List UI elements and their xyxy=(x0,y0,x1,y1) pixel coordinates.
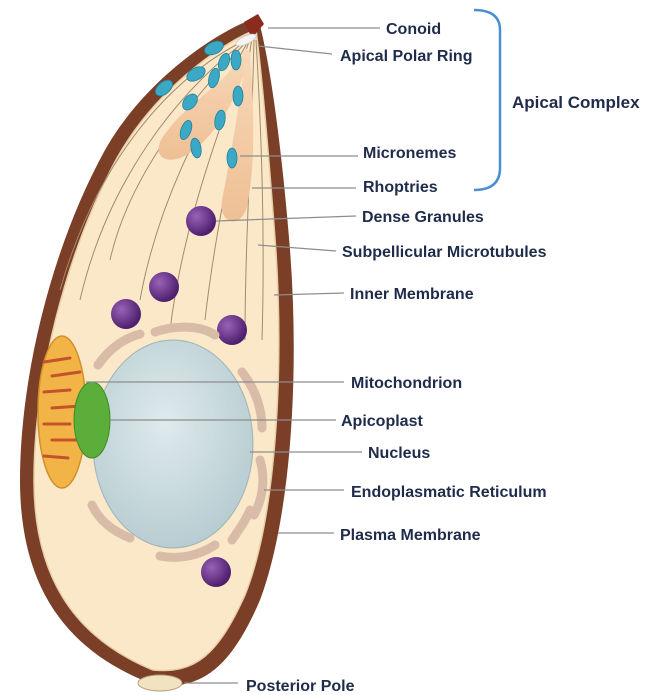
label-apical-polar-ring: Apical Polar Ring xyxy=(340,48,472,65)
label-nucleus: Nucleus xyxy=(368,445,430,462)
label-micronemes: Micronemes xyxy=(363,145,456,162)
label-plasma-membrane: Plasma Membrane xyxy=(340,527,481,544)
dense-granule xyxy=(111,299,141,329)
apical-complex-bracket xyxy=(474,10,500,190)
microneme xyxy=(233,86,243,106)
posterior-pole xyxy=(138,675,182,691)
labels: Conoid Apical Polar Ring Apical Complex … xyxy=(246,21,640,695)
dense-granule xyxy=(201,557,231,587)
microneme xyxy=(231,50,241,70)
label-mitochondrion: Mitochondrion xyxy=(351,375,462,392)
dense-granule xyxy=(149,272,179,302)
microneme xyxy=(227,148,237,168)
label-apicoplast: Apicoplast xyxy=(341,413,423,430)
label-conoid: Conoid xyxy=(386,21,441,38)
label-subpellicular-microtubules: Subpellicular Microtubules xyxy=(342,244,547,261)
apicoplast xyxy=(74,382,110,458)
dense-granule xyxy=(186,206,216,236)
label-rhoptries: Rhoptries xyxy=(363,179,438,196)
cell xyxy=(20,14,294,691)
label-posterior-pole: Posterior Pole xyxy=(246,678,355,695)
nucleus xyxy=(93,340,253,548)
label-endoplasmatic-reticulum: Endoplasmatic Reticulum xyxy=(351,484,547,501)
label-dense-granules: Dense Granules xyxy=(362,209,484,226)
label-inner-membrane: Inner Membrane xyxy=(350,286,474,303)
label-apical-complex: Apical Complex xyxy=(512,93,640,112)
dense-granule xyxy=(217,315,247,345)
